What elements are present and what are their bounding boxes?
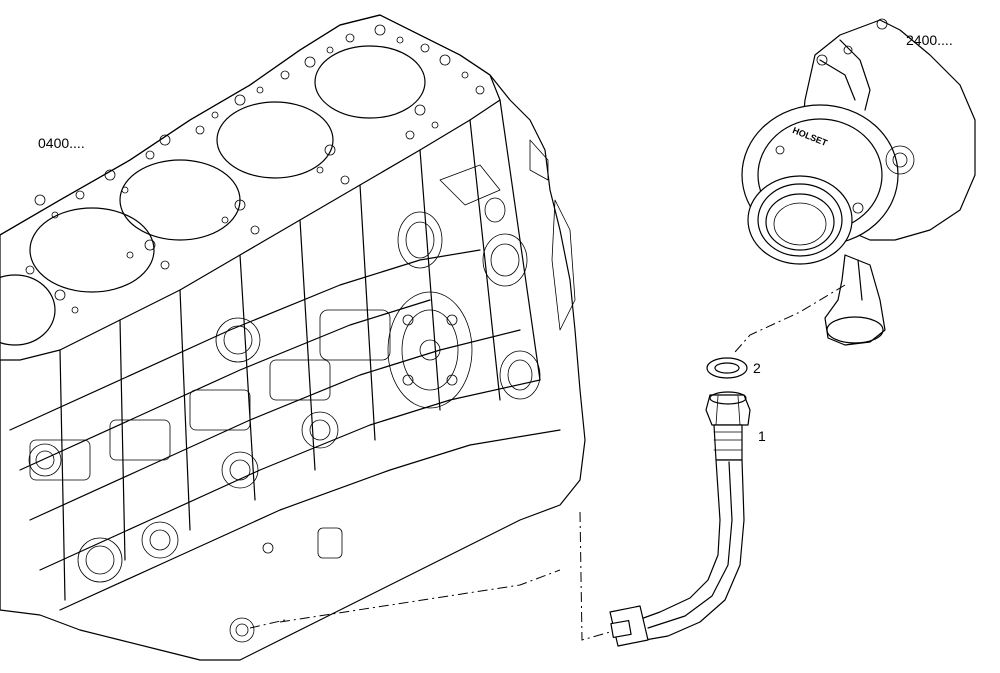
leader-lines [249, 284, 846, 641]
engine-block [0, 14, 586, 661]
seal-ring [706, 357, 748, 379]
oil-pipe [609, 391, 751, 647]
turbocharger: HOLSET [741, 18, 976, 346]
callout-engine-block: 0400.... [38, 135, 85, 151]
callout-oil-pipe: 1 [758, 428, 766, 444]
callout-turbocharger: 2400.... [906, 32, 953, 48]
callout-seal-ring: 2 [753, 360, 761, 376]
